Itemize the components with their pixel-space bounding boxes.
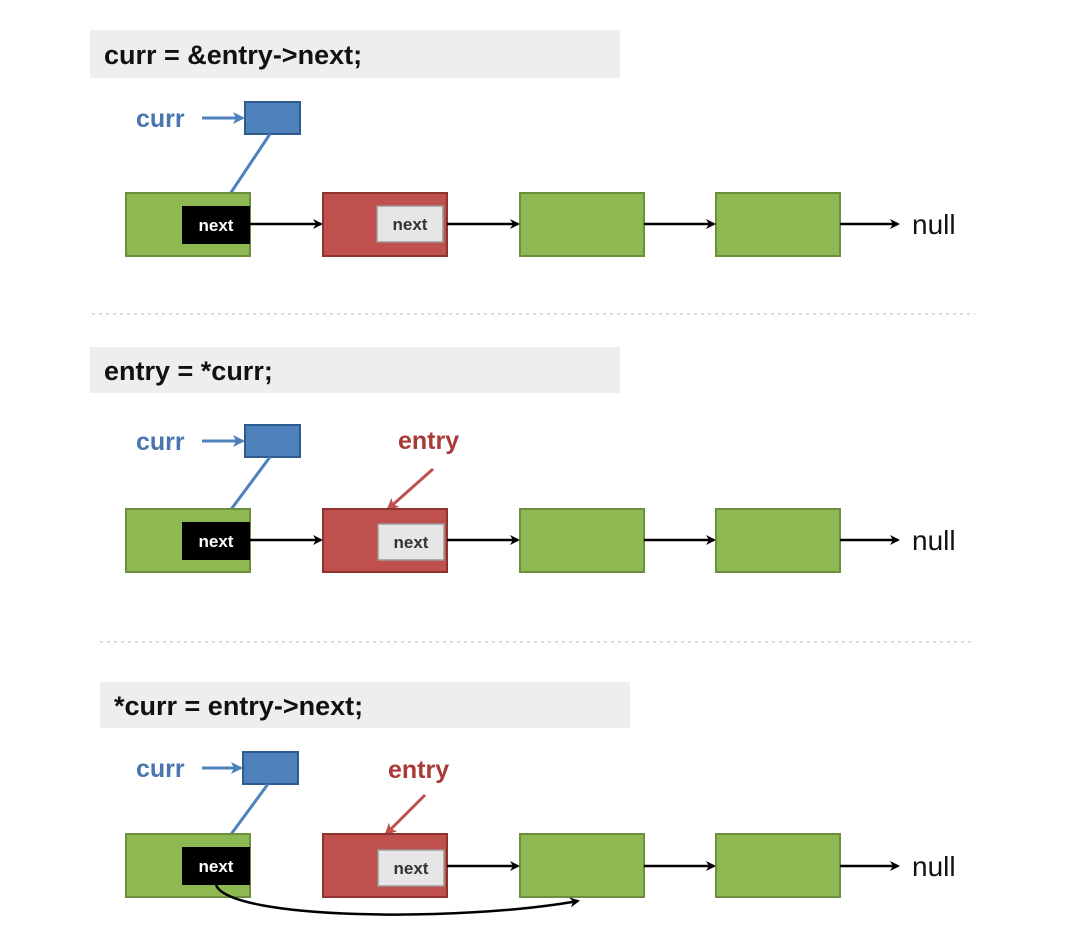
curr-pointer-box xyxy=(242,751,299,785)
curr-pointer-box xyxy=(244,424,301,458)
next-label: next xyxy=(393,215,428,234)
next-field-active xyxy=(182,206,250,244)
next-label: next xyxy=(394,533,429,552)
next-label: next xyxy=(394,859,429,878)
node-3 xyxy=(519,192,645,257)
null-label: null xyxy=(912,851,956,882)
entry-arrow xyxy=(386,467,434,511)
code-banner xyxy=(90,347,620,393)
panel-3: *curr = entry->next; curr entry next nex… xyxy=(100,682,956,916)
node-3 xyxy=(519,508,645,573)
curr-pointer-box xyxy=(244,101,301,135)
code-banner xyxy=(90,30,620,78)
next-field xyxy=(376,205,444,243)
panel-1: curr = &entry->next; curr next next null xyxy=(90,30,956,257)
code-banner xyxy=(100,682,630,728)
next-label: next xyxy=(199,857,234,876)
panel-2: entry = *curr; curr entry next next null xyxy=(90,347,956,573)
curr-label: curr xyxy=(136,105,185,133)
next-label: next xyxy=(199,532,234,551)
entry-label: entry xyxy=(388,756,449,784)
node-4 xyxy=(715,508,841,573)
null-label: null xyxy=(912,525,956,556)
next-field xyxy=(377,523,445,561)
null-label: null xyxy=(912,209,956,240)
node-4 xyxy=(715,833,841,898)
curr-label: curr xyxy=(136,428,185,456)
next-label: next xyxy=(199,216,234,235)
code-line: *curr = entry->next; xyxy=(114,691,363,721)
next-field xyxy=(377,849,445,887)
code-line: entry = *curr; xyxy=(104,356,273,386)
next-field-active xyxy=(182,522,250,560)
node-3 xyxy=(519,833,645,898)
curr-label: curr xyxy=(136,755,185,783)
entry-arrow xyxy=(384,793,427,836)
next-field-active xyxy=(182,847,250,885)
bypass-arrow xyxy=(214,884,580,916)
entry-label: entry xyxy=(398,427,459,455)
node-4 xyxy=(715,192,841,257)
code-line: curr = &entry->next; xyxy=(104,40,362,70)
